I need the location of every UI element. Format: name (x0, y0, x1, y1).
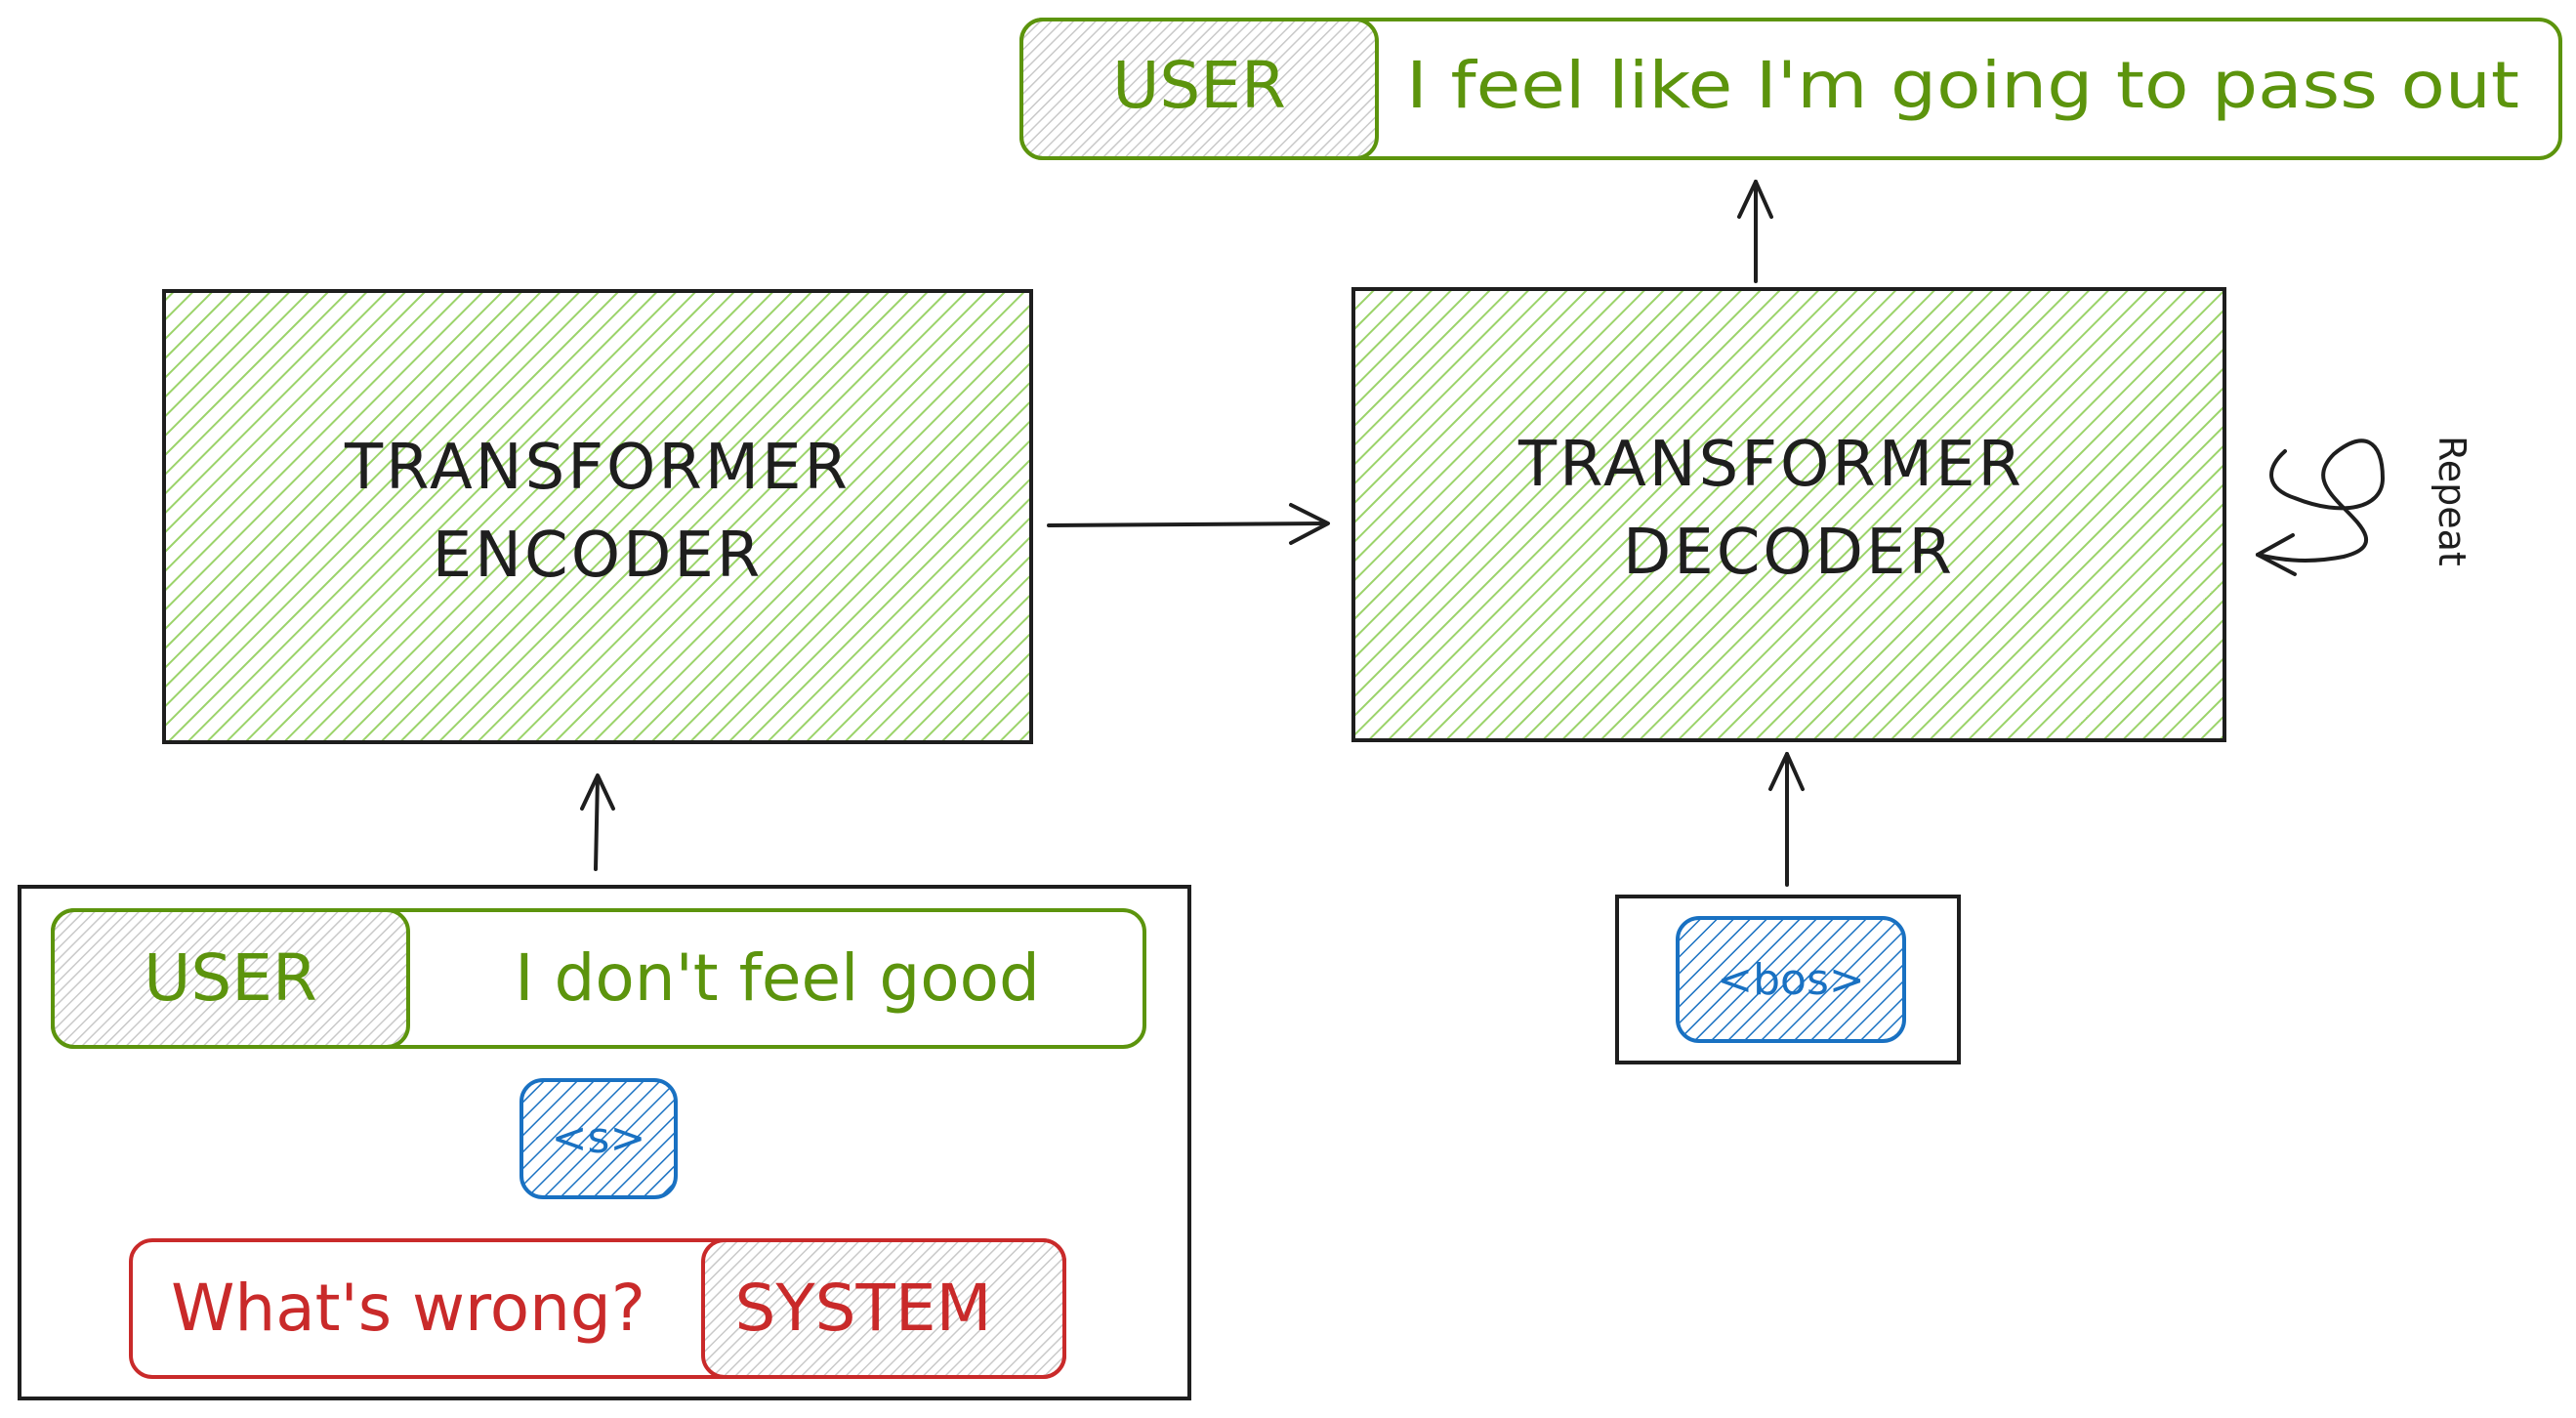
decoder-title-line2: DECODER (1623, 517, 1955, 589)
input-system-message: What's wrong? SYSTEM (129, 1238, 1066, 1379)
separator-token: <s> (519, 1078, 678, 1199)
input-user-text: I don't feel good (515, 940, 1040, 1016)
input-user-tag: USER (144, 940, 317, 1016)
decoder-to-output-arrow (1737, 180, 1773, 283)
bos-token: <bos> (1676, 916, 1906, 1043)
decoder-input-frame (1615, 895, 1961, 1064)
encoder-title-line2: ENCODER (433, 520, 764, 592)
encoder-to-decoder-arrow (1047, 503, 1330, 545)
repeat-loop-arrow (2256, 438, 2386, 576)
encoder-title-line1: TRANSFORMER (344, 432, 851, 504)
bos-token-label: <bos> (1717, 955, 1865, 1005)
output-user-tag: USER (1112, 48, 1286, 123)
input-user-message: USER I don't feel good (51, 908, 1146, 1049)
output-user-message: USER I feel like I'm going to pass out (1019, 18, 2562, 160)
decoder-title-line1: TRANSFORMER (1517, 429, 2024, 501)
transformer-encoder-box: TRANSFORMER ENCODER (162, 289, 1033, 744)
separator-token-label: <s> (552, 1113, 646, 1163)
transformer-decoder-box: TRANSFORMER DECODER (1351, 287, 2226, 742)
input-to-encoder-arrow (580, 773, 615, 871)
output-user-text: I feel like I'm going to pass out (1406, 48, 2519, 123)
input-system-text: What's wrong? (171, 1271, 645, 1346)
bos-to-decoder-arrow (1768, 752, 1805, 887)
repeat-label: Repeat (2431, 436, 2473, 566)
input-system-tag: SYSTEM (734, 1271, 991, 1346)
encoder-input-frame (18, 885, 1191, 1400)
